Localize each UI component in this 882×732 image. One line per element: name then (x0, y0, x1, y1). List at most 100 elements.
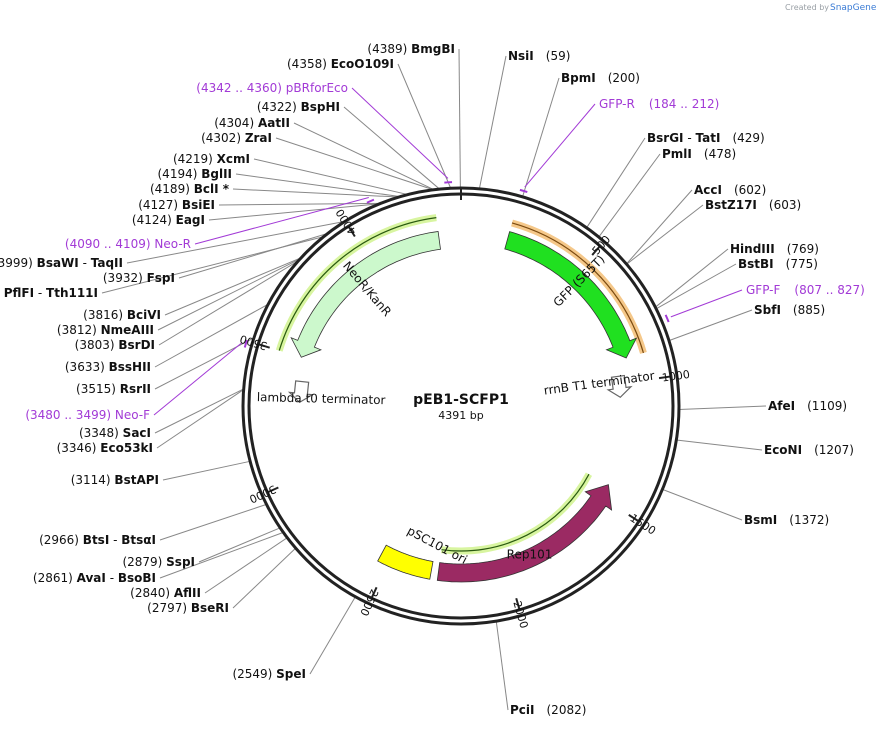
rep101-highlight-line (441, 473, 590, 552)
site-position: (3114) (71, 473, 115, 487)
site-btsi: (2966) BtsI - BtsαI (39, 533, 156, 547)
tick-label: 1000 (661, 368, 691, 385)
site-separator: - (34, 286, 46, 300)
site-bstbi: BstBI (775) (738, 257, 818, 271)
primer-mark (243, 339, 248, 348)
leader-line (662, 488, 743, 521)
site-name: BsaWI (37, 256, 79, 270)
tick-mark (515, 597, 521, 611)
site-name-2: Tth111I (46, 286, 98, 300)
site-separator: - (109, 533, 121, 547)
primer-leader (670, 289, 743, 318)
site-position: (4322) (257, 100, 301, 114)
site-position: (1109) (807, 399, 847, 413)
site-position: (2797) (147, 601, 191, 615)
tick-mark (591, 245, 601, 256)
leader-line (626, 189, 693, 265)
primer-name: Neo-F (115, 408, 150, 422)
site-position: (2549) (232, 667, 276, 681)
site-name: AvaI (77, 571, 106, 585)
site-name: AflII (174, 586, 201, 600)
site-position: (200) (608, 71, 640, 85)
site-position: (4302) (201, 131, 245, 145)
site-name: BsiEI (182, 198, 215, 212)
leader-line (678, 405, 767, 411)
site-name: BclI * (194, 182, 230, 196)
site-name: BseRI (191, 601, 229, 615)
tick-mark (266, 486, 279, 494)
site-name: EagI (176, 213, 205, 227)
site-position: (429) (732, 131, 764, 145)
site-bstz17i: BstZ17I(603) (705, 198, 801, 212)
site-position: (4194) (158, 167, 202, 181)
site-fspi: (3932) FspI (103, 271, 175, 285)
tick-mark (347, 225, 356, 238)
feature-arrows: GFP (S65T)rrnB T1 terminatorRep101pSC101… (257, 214, 656, 583)
site-name-2: BsoBI (118, 571, 156, 585)
site-position: (4189) (150, 182, 194, 196)
site-bsiei: (4127) BsiEI (138, 198, 215, 212)
credit-brand: SnapGene (830, 3, 877, 13)
site-position: (4127) (138, 198, 182, 212)
site-name: BsrDI (118, 338, 155, 352)
site-hindiii: HindIII(769) (730, 242, 819, 256)
site-name: AatII (258, 116, 290, 130)
site-sbfi: SbfI(885) (754, 303, 825, 317)
site-name-2: BtsαI (121, 533, 156, 547)
site-avai: (2861) AvaI - BsoBI (33, 571, 156, 585)
site-bmgbi: (4389) BmgBI (367, 42, 455, 56)
site-position: (775) (786, 257, 818, 271)
leader-line (164, 257, 302, 316)
site-position: (3816) (83, 308, 127, 322)
leader-line (275, 137, 434, 191)
site-position: (3999) (0, 256, 37, 270)
leader-line (154, 388, 244, 434)
site-position: (3633) (65, 360, 109, 374)
primer-leader (194, 196, 369, 245)
site-position: (3346) (57, 441, 101, 455)
feature-gfp-s65t (504, 231, 638, 359)
leader-line (668, 309, 753, 342)
site-nsii: NsiI(59) (508, 49, 570, 63)
site-labels: NsiI(59)BpmI(200)BsrGI - TatI(429)PmlI(4… (0, 42, 865, 717)
site-name: BstBI (738, 257, 774, 271)
leader-line (343, 106, 440, 190)
feature-label-rep101: Rep101 (507, 547, 553, 561)
credit-prefix: Created by (785, 3, 829, 12)
site-eagi: (4124) EagI (132, 213, 205, 227)
leader-line (208, 203, 380, 221)
site-xcmi: (4219) XcmI (173, 152, 250, 166)
leader-line (162, 460, 251, 481)
site-pcii: PciI(2082) (510, 703, 586, 717)
primer-neo-f: (3480 .. 3499) Neo-F (25, 408, 150, 422)
site-econi: EcoNI(1207) (764, 443, 854, 457)
plasmid-length: 4391 bp (438, 409, 483, 422)
site-position: (885) (793, 303, 825, 317)
leader-line (218, 202, 381, 206)
leader-line (101, 236, 324, 294)
primer-marks (153, 87, 743, 416)
site-position: (2879) (122, 555, 166, 569)
site-ecoo109i: (4358) EcoO109I (287, 57, 394, 71)
primer-neo-r: (4090 .. 4109) Neo-R (65, 237, 191, 251)
site-bsshii: (3633) BssHII (65, 360, 151, 374)
site-sspi: (2879) SspI (122, 555, 195, 569)
leader-lines (101, 48, 767, 711)
center-label: pEB1-SCFP1 4391 bp (413, 392, 509, 422)
leader-line (158, 260, 299, 346)
primer-mark (366, 198, 375, 204)
feature-psc101-ori (377, 544, 434, 580)
feature-lambda-t0-terminator (287, 380, 315, 404)
site-name: BmgBI (411, 42, 455, 56)
gfp-highlight-line (511, 222, 645, 354)
site-name: BspHI (301, 100, 340, 114)
site-name: BsrGI (647, 131, 684, 145)
leader-line (478, 55, 507, 189)
feature-label-rrnb-t1-terminator: rrnB T1 terminator (543, 369, 656, 398)
site-name: FspI (147, 271, 175, 285)
snapgene-credit: Created by SnapGene (785, 3, 877, 13)
primer-range: (3480 .. 3499) (25, 408, 115, 422)
primer-name: pBRforEco (286, 81, 348, 95)
site-bstapi: (3114) BstAPI (71, 473, 159, 487)
leader-line (676, 439, 763, 451)
